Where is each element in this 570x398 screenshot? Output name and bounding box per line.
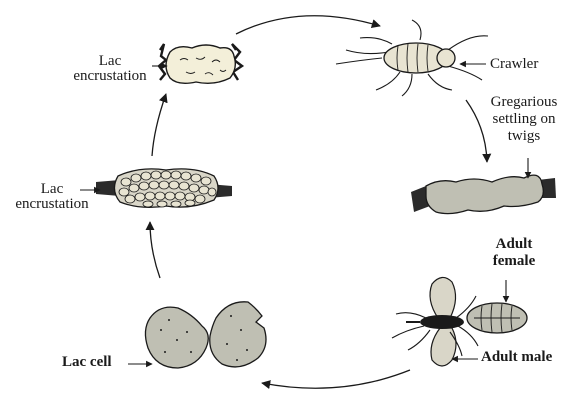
label-adult-female-line2: female (484, 253, 544, 270)
label-lac-cell: Lac cell (62, 355, 112, 370)
lac-encrustation-left-illustration (96, 169, 232, 207)
twig-settling-illustration (411, 175, 556, 214)
lac-cells-illustration (145, 302, 266, 368)
label-gregarious-line2: settling on (478, 111, 570, 128)
label-lac-encrustation-left: Lac encrustation (2, 182, 102, 212)
label-adult-female: Adult female (484, 236, 544, 270)
label-crawler: Crawler (490, 57, 538, 72)
label-lac-encrustation-left-line2: encrustation (2, 197, 102, 212)
label-lac-encrustation-top: Lac encrustation (60, 54, 160, 84)
crawler-illustration (336, 20, 488, 96)
label-adult-male: Adult male (481, 350, 552, 365)
cycle-arrow-left-lower (150, 222, 160, 278)
label-gregarious-line3: twigs (478, 128, 570, 145)
label-lac-encrustation-left-line1: Lac (2, 182, 102, 197)
lac-encrustation-top-illustration (159, 44, 242, 83)
cycle-arrow-top (236, 16, 380, 34)
label-gregarious-settling: Gregarious settling on twigs (478, 94, 570, 144)
label-lac-encrustation-top-line2: encrustation (60, 69, 160, 84)
label-adult-female-line1: Adult (484, 236, 544, 253)
adult-male-illustration (392, 277, 478, 366)
cycle-arrow-bottom (262, 370, 410, 388)
label-lac-encrustation-top-line1: Lac (60, 54, 160, 69)
adult-female-illustration (467, 303, 527, 333)
label-gregarious-line1: Gregarious (478, 94, 570, 111)
cycle-arrow-left-upper (152, 94, 166, 156)
